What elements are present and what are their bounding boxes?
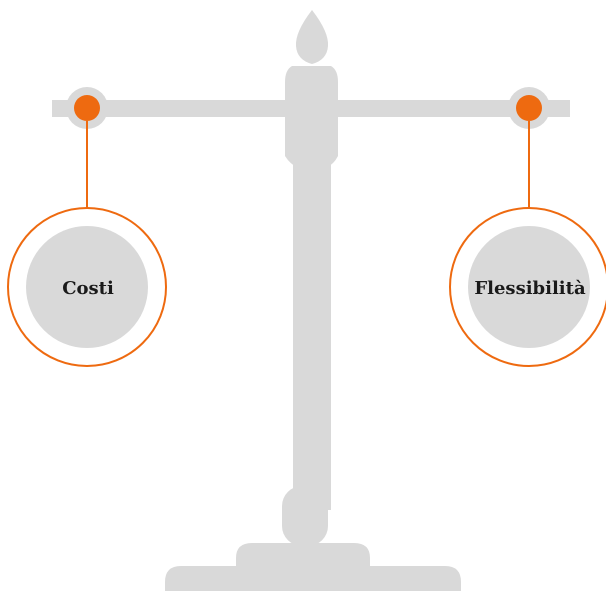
scale-finial (295, 10, 329, 64)
scale-column (293, 150, 331, 510)
left-pan-label: Costi (62, 277, 114, 299)
right-pivot-dot (516, 95, 542, 121)
left-pivot-dot (74, 95, 100, 121)
scale-beam (52, 100, 570, 117)
right-pan (449, 207, 606, 367)
right-pan-label: Flessibilità (474, 277, 586, 299)
left-pivot (66, 87, 108, 208)
left-pan (7, 207, 167, 367)
right-pivot (508, 87, 550, 208)
